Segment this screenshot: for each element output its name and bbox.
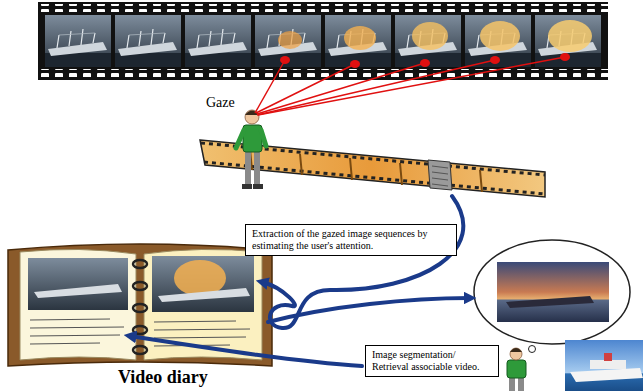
callout-text: Extraction of the gazed image sequences … bbox=[252, 228, 450, 252]
gaze-line bbox=[257, 60, 495, 115]
film-frame bbox=[535, 15, 601, 67]
book-page bbox=[144, 249, 262, 360]
cruise-ship-deck bbox=[590, 360, 626, 369]
film-frame bbox=[115, 15, 181, 67]
book-ring bbox=[133, 326, 147, 334]
diary-photo bbox=[28, 258, 128, 310]
handwriting-line bbox=[154, 321, 236, 322]
photo-ship bbox=[34, 284, 122, 298]
film-frame bbox=[465, 15, 531, 67]
fire-glow bbox=[480, 21, 520, 51]
callout-box: Extraction of the gazed image sequences … bbox=[245, 224, 457, 256]
gazed-section-lines bbox=[432, 166, 448, 186]
flow-curves bbox=[130, 196, 470, 366]
handwriting-line bbox=[154, 329, 250, 330]
book-page bbox=[20, 249, 136, 360]
film-frame bbox=[45, 15, 111, 67]
cruise-ship-funnel bbox=[604, 353, 612, 361]
diary-title: Video diary bbox=[118, 367, 208, 388]
handwriting-line bbox=[30, 319, 110, 320]
gaze-line bbox=[258, 57, 565, 115]
person-shoe bbox=[242, 184, 252, 189]
diary-book bbox=[8, 244, 272, 366]
photo-ship bbox=[158, 288, 250, 302]
person-shoe bbox=[253, 184, 263, 189]
book-ring bbox=[133, 304, 147, 312]
thought-bubble bbox=[474, 240, 630, 344]
gazed-section bbox=[428, 160, 452, 190]
flow-curve bbox=[268, 298, 470, 322]
cruise-ship bbox=[570, 368, 643, 382]
gaze-point bbox=[420, 59, 430, 67]
ribbon-frame-lines bbox=[250, 149, 482, 192]
gaze-point bbox=[280, 56, 290, 64]
fire-glow bbox=[344, 26, 376, 50]
film-frame bbox=[395, 15, 461, 67]
book-ring bbox=[133, 282, 147, 290]
callout-text: Image segmentation/ Retrieval associable… bbox=[372, 349, 492, 373]
flow-curve bbox=[262, 196, 463, 328]
fire-glow bbox=[412, 22, 448, 50]
book-cover bbox=[8, 244, 272, 366]
gaze-point bbox=[350, 60, 360, 68]
gaze-lines bbox=[255, 57, 565, 115]
handwriting-line bbox=[30, 335, 120, 336]
handwriting-line bbox=[30, 327, 124, 328]
film-frame bbox=[325, 15, 391, 67]
flow-curve bbox=[130, 336, 362, 366]
gaze-point bbox=[490, 56, 500, 64]
gaze-label: Gaze bbox=[206, 95, 235, 111]
film-frame bbox=[185, 15, 251, 67]
cruise-photo bbox=[565, 340, 643, 391]
gazing-person bbox=[236, 110, 266, 189]
recalled-image bbox=[497, 262, 609, 322]
book-ring bbox=[133, 346, 147, 354]
fire-glow bbox=[548, 20, 592, 52]
recalled-ship bbox=[506, 296, 594, 308]
callout-box: Image segmentation/ Retrieval associable… bbox=[365, 345, 499, 377]
person-hair bbox=[510, 348, 522, 352]
thought-dot bbox=[529, 346, 536, 353]
sprocket-holes bbox=[38, 69, 608, 77]
handwriting-line bbox=[30, 343, 100, 344]
person-head bbox=[510, 348, 522, 360]
gaze-points bbox=[280, 53, 570, 68]
diary-handwriting bbox=[30, 319, 250, 346]
sprocket-holes bbox=[38, 4, 608, 12]
person-leg bbox=[245, 150, 251, 184]
gaze-point bbox=[560, 53, 570, 61]
person-arm bbox=[236, 130, 266, 148]
book-ring bbox=[133, 260, 147, 268]
handwriting-line bbox=[154, 337, 246, 338]
recalling-person bbox=[507, 348, 526, 391]
person-leg bbox=[254, 150, 260, 184]
film-strip bbox=[38, 2, 608, 80]
diary-photo bbox=[152, 256, 254, 312]
person-shirt bbox=[507, 360, 526, 378]
film-frame bbox=[255, 15, 321, 67]
gaze-line bbox=[255, 60, 285, 113]
fire-glow bbox=[278, 31, 302, 49]
